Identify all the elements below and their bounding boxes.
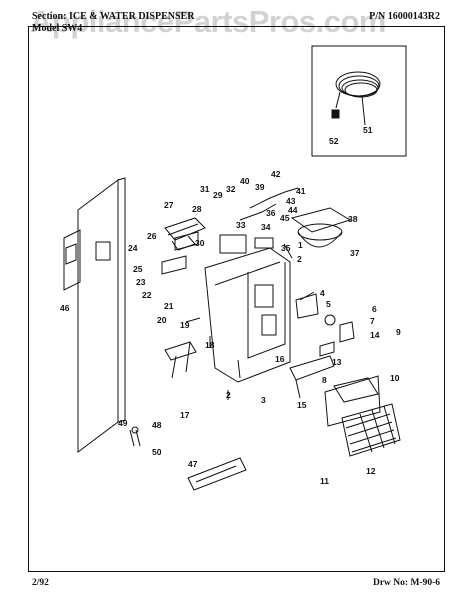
part-label-36: 36 bbox=[266, 208, 276, 218]
part-label-44: 44 bbox=[288, 205, 298, 215]
part-label-2b: 2 bbox=[226, 390, 231, 400]
part-label-15: 15 bbox=[297, 400, 307, 410]
part-label-5: 5 bbox=[326, 299, 331, 309]
part-label-46: 46 bbox=[60, 303, 70, 313]
section-value: ICE & WATER DISPENSER bbox=[68, 11, 195, 22]
part-label-3: 3 bbox=[261, 395, 266, 405]
diagram-frame bbox=[28, 26, 445, 572]
part-label-10: 10 bbox=[390, 373, 400, 383]
pn-label: P/N bbox=[369, 11, 386, 22]
actuator-arm bbox=[164, 341, 197, 361]
part-label-33: 33 bbox=[236, 220, 246, 230]
part-label-32: 32 bbox=[226, 184, 236, 194]
model-value: SW4 bbox=[61, 23, 83, 34]
part-label-7: 7 bbox=[370, 316, 375, 326]
drip-grille bbox=[341, 403, 401, 457]
part-label-9: 9 bbox=[396, 327, 401, 337]
part-label-41: 41 bbox=[296, 186, 306, 196]
part-label-26: 26 bbox=[147, 231, 157, 241]
part-label-45: 45 bbox=[280, 213, 290, 223]
part-label-23: 23 bbox=[136, 277, 146, 287]
part-label-8: 8 bbox=[322, 375, 327, 385]
part-label-16: 16 bbox=[275, 354, 285, 364]
drawing-label: Drw No: bbox=[372, 578, 409, 588]
part-label-12: 12 bbox=[366, 466, 376, 476]
part-label-48: 48 bbox=[152, 420, 162, 430]
part-label-43: 43 bbox=[286, 196, 296, 206]
footer-drawing-number: Drw No: M-90-6 bbox=[373, 578, 440, 588]
part-label-51: 51 bbox=[363, 125, 373, 135]
part-label-6: 6 bbox=[372, 304, 377, 314]
part-label-1: 1 bbox=[298, 240, 303, 250]
part-label-27: 27 bbox=[164, 200, 174, 210]
part-label-40: 40 bbox=[240, 176, 250, 186]
inset-box bbox=[311, 45, 407, 157]
part-label-18: 18 bbox=[205, 340, 215, 350]
bracket bbox=[333, 377, 379, 403]
drawing-value: M-90-6 bbox=[410, 578, 440, 588]
section-title: Section: ICE & WATER DISPENSER bbox=[32, 11, 194, 22]
part-label-20: 20 bbox=[157, 315, 167, 325]
hinge bbox=[63, 229, 81, 291]
part-label-11: 11 bbox=[320, 476, 329, 486]
part-label-50: 50 bbox=[152, 447, 162, 457]
part-label-39: 39 bbox=[255, 182, 265, 192]
part-number: P/N 16000143R2 bbox=[369, 11, 440, 22]
part-label-42: 42 bbox=[271, 169, 281, 179]
part-label-30: 30 bbox=[195, 238, 205, 248]
part-label-14: 14 bbox=[370, 330, 380, 340]
part-label-4: 4 bbox=[320, 288, 325, 298]
part-label-13: 13 bbox=[332, 357, 342, 367]
part-label-28: 28 bbox=[192, 204, 202, 214]
ice-chute bbox=[290, 207, 352, 233]
watermark: AppliancePartsPros.com bbox=[30, 4, 386, 39]
part-label-35: 35 bbox=[281, 243, 291, 253]
part-label-49: 49 bbox=[118, 418, 128, 428]
part-label-24: 24 bbox=[128, 243, 138, 253]
model-line: Model SW4 bbox=[32, 23, 82, 34]
part-label-38: 38 bbox=[348, 214, 358, 224]
part-label-37: 37 bbox=[350, 248, 360, 258]
part-label-31: 31 bbox=[200, 184, 210, 194]
section-label: Section: bbox=[32, 11, 67, 22]
part-label-47: 47 bbox=[188, 459, 198, 469]
part-label-2: 2 bbox=[297, 254, 302, 264]
pn-value: 16000143R2 bbox=[387, 11, 440, 22]
part-label-34: 34 bbox=[261, 222, 271, 232]
footer-date: 2/92 bbox=[32, 578, 49, 588]
bottom-bracket bbox=[187, 457, 247, 491]
part-label-52: 52 bbox=[329, 136, 339, 146]
part-label-29: 29 bbox=[213, 190, 223, 200]
model-label: Model bbox=[32, 23, 60, 34]
part-label-17: 17 bbox=[180, 410, 190, 420]
part-label-19: 19 bbox=[180, 320, 190, 330]
part-label-25: 25 bbox=[133, 264, 143, 274]
part-label-21: 21 bbox=[164, 301, 174, 311]
part-label-22: 22 bbox=[142, 290, 152, 300]
power-cord-icon bbox=[335, 71, 381, 109]
